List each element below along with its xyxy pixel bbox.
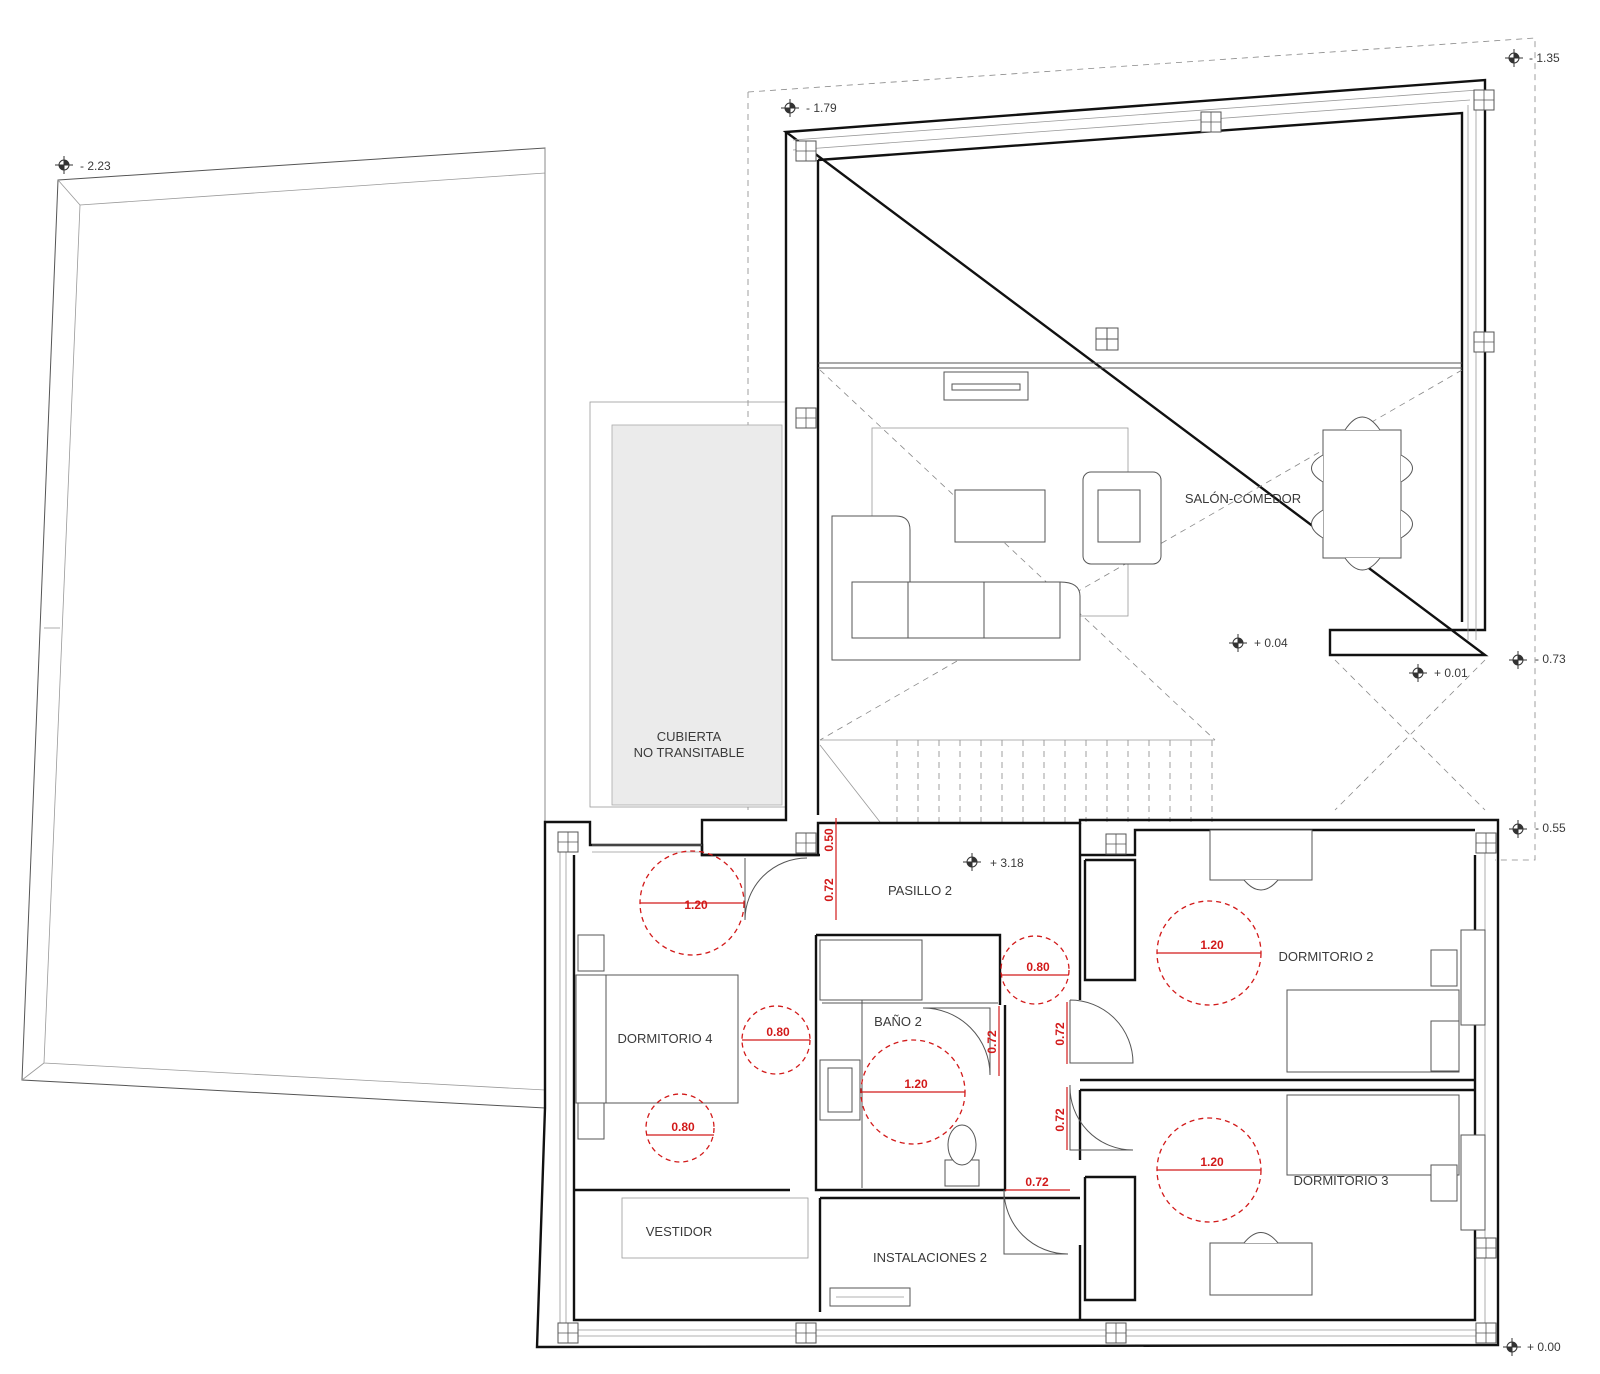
label-pasillo-2: PASILLO 2 xyxy=(888,883,952,898)
dim-text: 1.20 xyxy=(904,1077,928,1091)
level-crosshair-icon xyxy=(1409,664,1427,682)
level-crosshair-icon xyxy=(1509,820,1527,838)
label-dormitorio-2: DORMITORIO 2 xyxy=(1278,949,1373,964)
label-no-transitable: NO TRANSITABLE xyxy=(634,745,745,760)
accessibility-dimensions xyxy=(639,818,1262,1223)
roof-terrace-outline xyxy=(21,147,546,1109)
turning-circle-pasillo xyxy=(1000,935,1070,1005)
projection-outline xyxy=(747,37,1536,861)
label-cubierta: CUBIERTA xyxy=(657,729,722,744)
label-vestidor: VESTIDOR xyxy=(646,1224,712,1239)
column-marker xyxy=(1475,1237,1497,1259)
dormitorio-3-furniture xyxy=(1209,1094,1460,1296)
non-walkable-roof xyxy=(589,401,787,808)
column-marker xyxy=(795,1322,817,1344)
level-markers xyxy=(55,49,1527,1356)
structural-columns xyxy=(557,89,1497,1344)
bano-2-fixtures xyxy=(819,939,998,1188)
level-crosshair-icon xyxy=(1503,1338,1521,1356)
dim-text: 0.72 xyxy=(1053,1108,1067,1132)
level-text: - 1.79 xyxy=(806,101,837,115)
dim-text: 0.72 xyxy=(822,878,836,902)
dormitorio-2-furniture xyxy=(1209,829,1460,1073)
level-crosshair-icon xyxy=(55,156,73,174)
level-text: - 0.55 xyxy=(1535,821,1566,835)
label-instalaciones-2: INSTALACIONES 2 xyxy=(873,1250,987,1265)
column-marker xyxy=(1475,832,1497,854)
level-crosshair-icon xyxy=(1509,651,1527,669)
label-salon-comedor: SALÓN-COMEDOR xyxy=(1185,491,1301,506)
column-marker xyxy=(1200,111,1222,133)
wardrobe xyxy=(621,1197,809,1259)
column-marker xyxy=(1473,89,1495,111)
doors xyxy=(744,857,1134,1255)
dim-text: 0.80 xyxy=(1026,960,1050,974)
bed-d4 xyxy=(585,974,739,1104)
dim-text: 0.72 xyxy=(1025,1175,1049,1189)
level-text: + 0.04 xyxy=(1254,636,1288,650)
stairs xyxy=(819,739,1215,823)
dining-set xyxy=(1311,416,1413,571)
level-crosshair-icon xyxy=(963,853,981,871)
dim-text: 0.50 xyxy=(822,828,836,852)
level-text: - 0.73 xyxy=(1535,652,1566,666)
level-crosshair-icon xyxy=(1505,49,1523,67)
column-marker xyxy=(1105,1322,1127,1344)
dim-text: 0.72 xyxy=(1053,1022,1067,1046)
column-marker xyxy=(795,407,817,429)
column-marker xyxy=(557,1322,579,1344)
turning-circle-d4-foot xyxy=(645,1093,715,1163)
level-text: - 1.35 xyxy=(1529,51,1560,65)
column-marker xyxy=(795,832,817,854)
armchair xyxy=(1082,471,1162,565)
dim-text: 1.20 xyxy=(1200,1155,1224,1169)
lower-floor-walls xyxy=(535,818,1500,1349)
level-crosshair-icon xyxy=(781,99,799,117)
level-text: + 0.00 xyxy=(1527,1340,1561,1354)
column-marker xyxy=(1473,331,1495,353)
dim-text: 1.20 xyxy=(1200,938,1224,952)
dim-text: 1.20 xyxy=(684,898,708,912)
level-text: - 2.23 xyxy=(80,159,111,173)
column-marker xyxy=(557,831,579,853)
sofa xyxy=(831,515,1081,661)
column-marker xyxy=(1475,1322,1497,1344)
coffee-table xyxy=(954,489,1046,543)
dim-text: 0.80 xyxy=(766,1025,790,1039)
level-text: + 0.01 xyxy=(1434,666,1468,680)
level-text: + 3.18 xyxy=(990,856,1024,870)
label-bano-2: BAÑO 2 xyxy=(874,1014,922,1029)
label-dormitorio-3: DORMITORIO 3 xyxy=(1293,1173,1388,1188)
dormitorio-4-furniture xyxy=(575,934,809,1259)
dim-text: 0.72 xyxy=(985,1030,999,1054)
column-marker xyxy=(1105,833,1127,855)
dim-text: 0.80 xyxy=(671,1120,695,1134)
label-dormitorio-4: DORMITORIO 4 xyxy=(617,1031,712,1046)
column-marker xyxy=(795,140,817,162)
level-crosshair-icon xyxy=(1229,634,1247,652)
